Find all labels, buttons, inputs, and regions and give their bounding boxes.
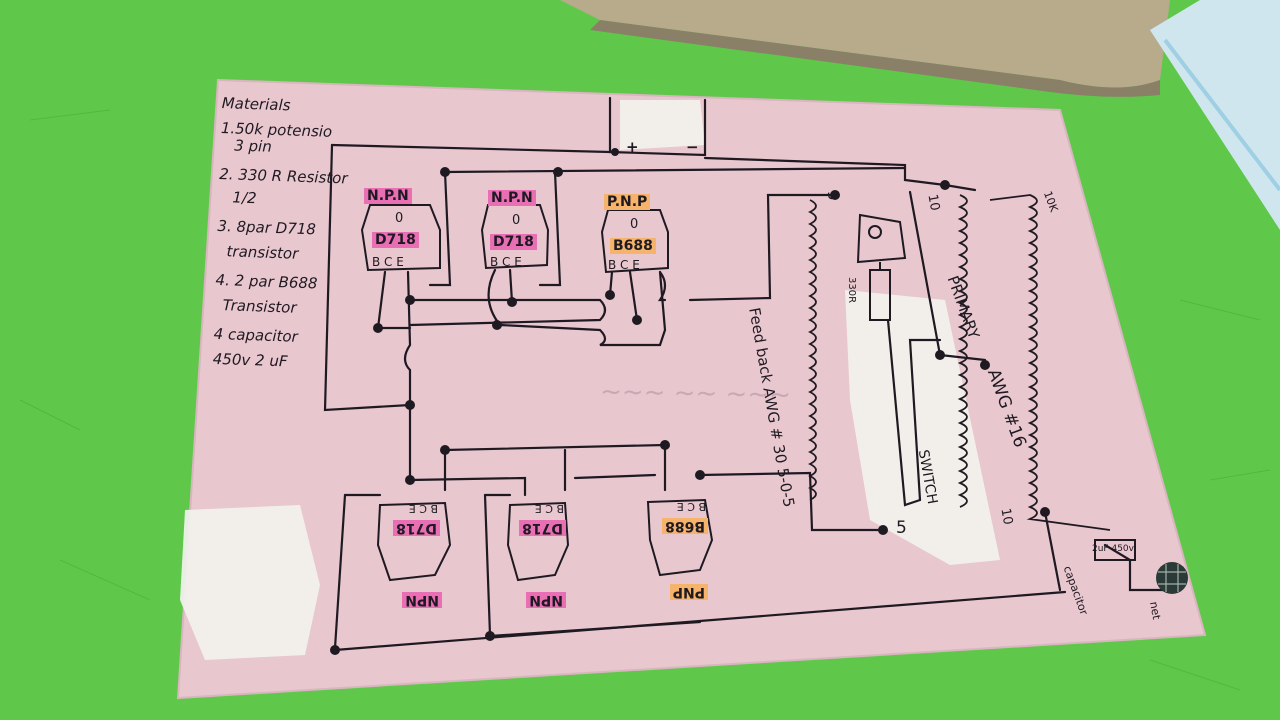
transistor-top-1-type: N.P.N (364, 188, 412, 204)
faint-writing: ~~~ ~~ ~~~ (600, 377, 791, 410)
transistor-bottom-2-part: D718 (519, 520, 566, 536)
material-item: transistor (226, 242, 299, 263)
transistor-top-3-pins: B C E (608, 258, 640, 272)
net-label: net (1147, 600, 1164, 621)
transistor-bottom-3-pins: B C E (676, 500, 706, 513)
transistor-bottom-2: NPN D718 B C E (508, 500, 574, 610)
transistor-top-3-type: P.N.P (604, 194, 651, 210)
feedback-tap-bottom: 5 (896, 518, 907, 538)
material-item: 4 capacitor (213, 324, 299, 346)
material-item: 3. 8par D718 (217, 216, 317, 239)
transistor-top-2-pins: B C E (490, 255, 522, 269)
materials-heading: Materials (221, 94, 291, 115)
secondary-coil (989, 194, 1111, 531)
transistor-top-2-type: N.P.N (488, 190, 536, 206)
feedback-coil (807, 199, 817, 501)
material-item: 1/2 (232, 188, 257, 208)
transistor-bodies-bottom (376, 498, 714, 582)
capacitor-value: 2uF 450v (1092, 544, 1134, 554)
primary-top-tap: 10 (924, 193, 943, 212)
transistor-top-1-part: D718 (372, 232, 419, 248)
circuit-wires (323, 96, 1167, 652)
material-item: 450v 2 uF (212, 349, 288, 371)
transistor-bottom-2-type: NPN (526, 592, 566, 608)
transistor-bottom-2-pins: B C E (534, 502, 564, 515)
transistor-bottom-3-part: B688 (662, 518, 708, 534)
primary-bottom-tap: 10 (997, 507, 1016, 526)
potentiometer (856, 213, 907, 321)
battery-plus: + (626, 138, 639, 156)
transistor-top-2-mark: 0 (512, 213, 521, 228)
capacitor-symbol (1094, 539, 1136, 561)
transistor-bodies-top (360, 204, 669, 274)
transistor-top-2-part: D718 (490, 234, 537, 250)
book-object (560, 0, 1280, 230)
transistor-bottom-1-type: NPN (402, 592, 442, 608)
table-texture (19, 109, 1271, 691)
transistor-top-3-part: B688 (610, 238, 656, 254)
transistor-top-1-pins: B C E (372, 255, 404, 269)
materials-list: Materials 1.50k potensio 3 pin 2. 330 R … (212, 94, 351, 371)
primary-coil (957, 194, 968, 508)
material-item: 2. 330 R Resistor (218, 164, 348, 188)
material-item: 3 pin (233, 136, 273, 156)
junction-dots (330, 148, 1050, 655)
material-item: 4. 2 par B688 (215, 270, 318, 293)
net-ball-icon (1156, 562, 1188, 594)
transistor-top-1-mark: 0 (395, 211, 404, 226)
battery-minus: − (686, 138, 699, 156)
material-item: Transistor (222, 296, 297, 317)
transistor-bottom-3: PNP B688 B C E (650, 498, 716, 602)
transistor-bottom-3-type: PNP (669, 584, 708, 600)
transistor-bottom-1: NPN D718 B C E (378, 500, 450, 610)
pot-label: 330R (846, 276, 858, 304)
transistor-top-3-mark: 0 (630, 217, 639, 232)
transistor-bottom-1-part: D718 (393, 520, 440, 536)
transistor-bottom-1-pins: B C E (408, 502, 438, 515)
